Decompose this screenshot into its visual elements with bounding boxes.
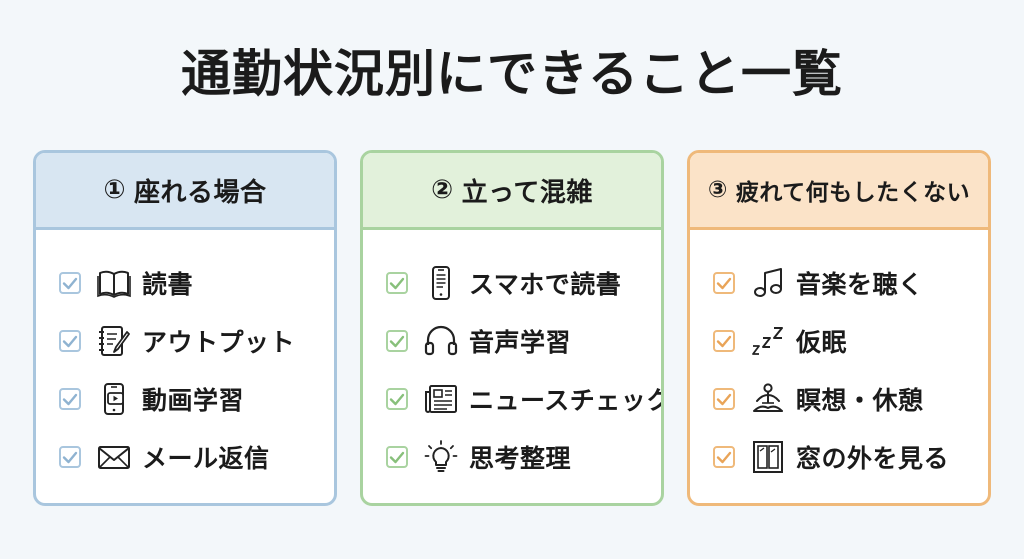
situation-cards: ① 座れる場合 読書 アウトプット 動画学習 メール返信 [33,150,991,508]
sleep-zzz-icon [752,327,783,355]
lightbulb-icon [424,440,458,472]
card-number: ② [431,175,454,205]
list-item: 窓の外を見る [712,428,988,486]
card-number: ③ [707,177,728,203]
checkbox-icon [59,272,81,294]
checkbox-icon [713,446,735,468]
item-label: メール返信 [142,444,270,473]
item-label: 音楽を聴く [796,270,924,299]
list-item: 音楽を聴く [712,254,988,312]
list-item: ニュースチェック [385,370,661,428]
list-item: 読書 [58,254,334,312]
notebook-pen-icon [99,326,130,356]
checkbox-icon [386,272,408,294]
list-item: メール返信 [58,428,334,486]
item-label: 音声学習 [469,328,572,357]
card-heading: 座れる場合 [134,177,267,208]
checkbox-icon [386,388,408,410]
list-item: スマホで読書 [385,254,661,312]
window-icon [753,441,783,473]
card-heading: 立って混雑 [461,177,593,208]
card-tired: ③ 疲れて何もしたくない 音楽を聴く 仮眠 瞑想・休憩 窓の外 [687,150,991,506]
list-item: 動画学習 [58,370,334,428]
envelope-icon [98,446,130,469]
checkbox-icon [386,330,408,352]
checkbox-icon [713,388,735,410]
smartphone-play-icon [104,383,124,415]
list-item: 音声学習 [385,312,661,370]
list-item: アウトプット [58,312,334,370]
newspaper-icon [425,385,457,413]
list-item: 瞑想・休憩 [712,370,988,428]
item-label: 瞑想・休憩 [796,386,924,415]
card-standing-crowded: ② 立って混雑 スマホで読書 音声学習 ニュースチェック 思考 [360,150,664,506]
card-heading: 疲れて何もしたくない [735,180,971,206]
book-icon [97,270,131,298]
meditation-icon [753,383,783,412]
checkbox-icon [386,446,408,468]
card-header: ② 立って混雑 [363,153,661,230]
item-list: 音楽を聴く 仮眠 瞑想・休憩 窓の外を見る [690,230,988,486]
checkbox-icon [713,330,735,352]
card-header: ① 座れる場合 [36,153,334,230]
page-title: 通勤状況別にできること一覧 [181,45,843,103]
item-list: スマホで読書 音声学習 ニュースチェック 思考整理 [363,230,661,486]
item-label: 動画学習 [142,386,245,415]
card-header: ③ 疲れて何もしたくない [690,153,988,230]
item-label: 思考整理 [469,444,572,473]
checkbox-icon [713,272,735,294]
card-seated: ① 座れる場合 読書 アウトプット 動画学習 メール返信 [33,150,337,506]
headphones-icon [424,325,458,356]
item-label: 読書 [142,270,194,299]
item-label: スマホで読書 [469,270,622,299]
checkbox-icon [59,446,81,468]
list-item: 仮眠 [712,312,988,370]
item-label: アウトプット [142,328,296,357]
music-note-icon [754,268,782,297]
item-label: ニュースチェック [469,386,664,415]
list-item: 思考整理 [385,428,661,486]
item-label: 窓の外を見る [796,444,950,473]
item-list: 読書 アウトプット 動画学習 メール返信 [36,230,334,486]
checkbox-icon [59,330,81,352]
checkbox-icon [59,388,81,410]
smartphone-icon [432,266,450,300]
card-number: ① [103,175,126,205]
item-label: 仮眠 [796,328,848,357]
